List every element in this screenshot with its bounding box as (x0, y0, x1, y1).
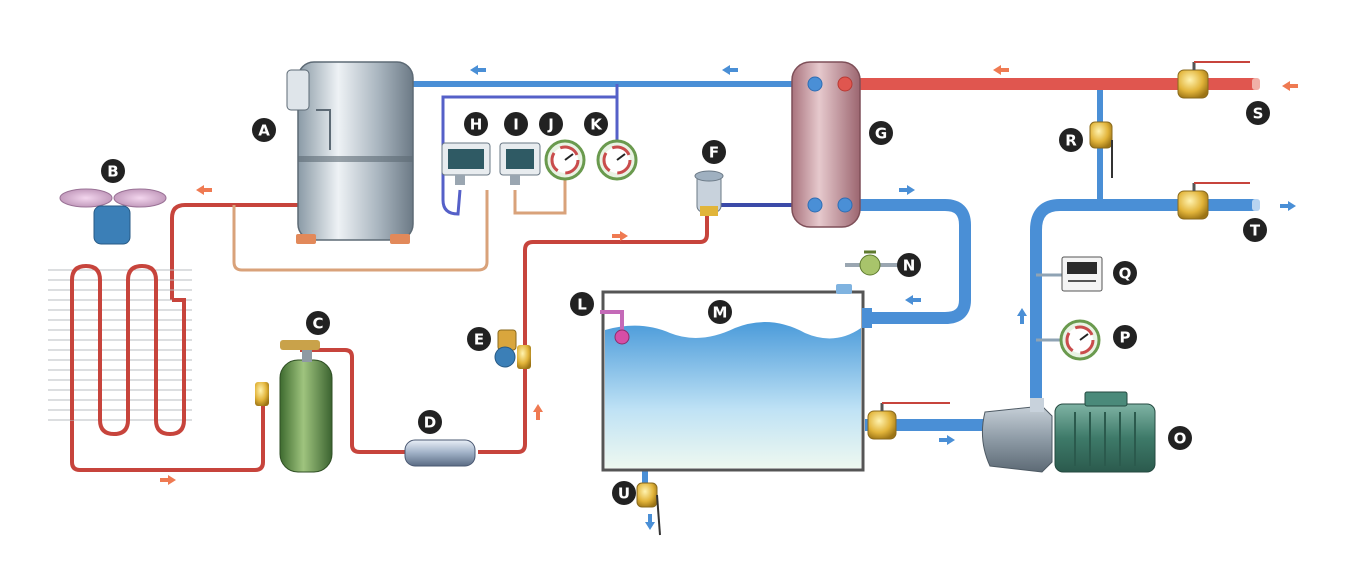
flow-arrow-right-icon (939, 435, 955, 445)
condenser-coil-icon (48, 263, 192, 437)
fan-icon (59, 188, 167, 245)
flow-arrow-right-icon (899, 185, 915, 195)
label-text: G (875, 125, 887, 143)
flow-arrows (160, 65, 1298, 530)
pressure-gauge-icon (596, 139, 638, 181)
ball-valve-icon (867, 402, 950, 440)
label-badge-t: T (1243, 218, 1267, 242)
label-text: L (577, 296, 587, 314)
label-badge-o: O (1168, 426, 1192, 450)
label-badge-i: I (504, 112, 528, 136)
flow-arrow-left-icon (722, 65, 738, 75)
label-text: E (474, 331, 484, 349)
label-text: M (713, 304, 728, 322)
label-badges: A B C D E F G H I J K L M N O P Q R S T … (101, 101, 1270, 505)
capillary-tube (232, 190, 489, 272)
water-tank-icon (601, 284, 872, 472)
temperature-display-icon (1061, 256, 1103, 292)
solenoid-valve-icon (494, 329, 531, 369)
discharge-line (170, 203, 300, 300)
pipe-end-cap (1252, 78, 1260, 90)
label-badge-g: G (869, 121, 893, 145)
label-badge-e: E (467, 327, 491, 351)
liquid-line-filter-to-expansion (478, 215, 709, 454)
evaporator-icon (791, 61, 861, 228)
flow-arrow-right-icon (160, 475, 176, 485)
label-badge-m: M (708, 300, 732, 324)
label-badge-f: F (702, 140, 726, 164)
flow-arrow-left-icon (196, 185, 212, 195)
label-text: S (1253, 105, 1264, 123)
label-text: H (470, 116, 483, 134)
label-text: Q (1119, 265, 1132, 283)
ball-valve-icon (1177, 61, 1250, 99)
label-badge-u: U (612, 481, 636, 505)
label-badge-d: D (418, 410, 442, 434)
suction-branch (441, 84, 619, 216)
label-text: T (1250, 222, 1261, 240)
chilled-water-supply-pipe (1030, 199, 1255, 400)
drain-valve-icon (636, 482, 661, 536)
pressure-gauge-icon (544, 139, 586, 181)
label-text: D (424, 414, 436, 432)
label-text: N (903, 257, 916, 275)
flow-arrow-left-icon (470, 65, 486, 75)
label-text: B (107, 163, 118, 181)
pressure-gauge-icon (1059, 319, 1101, 361)
label-badge-j: J (539, 112, 563, 136)
label-text: K (590, 116, 603, 134)
flow-arrow-left-icon (993, 65, 1009, 75)
label-text: P (1120, 329, 1131, 347)
flow-arrow-right-icon (1280, 201, 1296, 211)
label-text: U (618, 485, 630, 503)
label-badge-h: H (464, 112, 488, 136)
pipes (70, 78, 1255, 492)
pipe-end-cap (1252, 199, 1260, 211)
label-badge-a: A (252, 118, 276, 142)
pressure-switch-icon (441, 142, 491, 185)
ball-valve-icon (1089, 121, 1113, 178)
label-badge-l: L (570, 292, 594, 316)
label-text: J (547, 116, 554, 134)
label-badge-c: C (306, 311, 330, 335)
label-badge-p: P (1113, 325, 1137, 349)
label-badge-q: Q (1113, 261, 1137, 285)
ball-valve-icon (1177, 182, 1250, 220)
label-text: F (709, 144, 719, 162)
label-badge-n: N (897, 253, 921, 277)
flow-arrow-right-icon (612, 231, 628, 241)
expansion-valve-icon (694, 170, 724, 216)
compressor-icon (286, 61, 414, 244)
liquid-line-receiver-to-filter (300, 348, 405, 454)
label-badge-b: B (101, 159, 125, 183)
pressure-switch-icon (499, 142, 541, 185)
label-text: O (1174, 430, 1187, 448)
label-text: A (258, 122, 270, 140)
filter-drier-icon (404, 439, 476, 467)
flow-arrow-left-icon (905, 295, 921, 305)
flow-arrow-up-icon (1017, 308, 1027, 324)
fill-valve-icon (845, 250, 898, 276)
label-text: R (1065, 132, 1077, 150)
flow-arrow-up-icon (533, 404, 543, 420)
label-text: I (513, 116, 519, 134)
label-text: C (312, 315, 323, 333)
label-badge-s: S (1246, 101, 1270, 125)
label-badge-r: R (1059, 128, 1083, 152)
label-badge-k: K (584, 112, 608, 136)
flow-arrow-left-icon (1282, 81, 1298, 91)
flow-arrow-down-icon (645, 514, 655, 530)
receiver-tank-icon (255, 340, 333, 473)
liquid-line-condenser-to-receiver (70, 398, 265, 472)
float-switch-icon (600, 310, 630, 345)
capillary-to-j (513, 178, 567, 215)
cold-water-pipe-evap-to-tank (839, 199, 971, 324)
pump-icon (981, 391, 1156, 473)
